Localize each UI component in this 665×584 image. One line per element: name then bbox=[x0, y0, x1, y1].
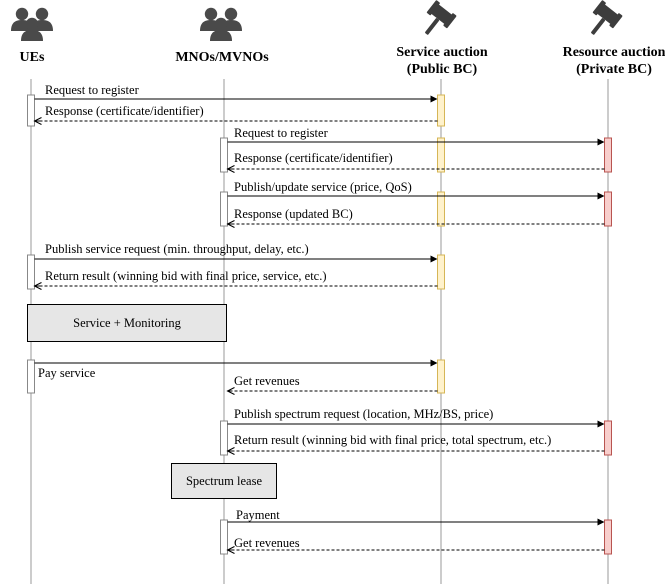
message-label-m14: Get revenues bbox=[234, 536, 300, 550]
message-arrow-m14 bbox=[226, 546, 605, 554]
activation-bar-resource_auction bbox=[604, 519, 612, 555]
message-arrow-m6 bbox=[226, 220, 605, 228]
activation-bar-ues bbox=[27, 254, 35, 290]
resource-auction-gavel-icon bbox=[581, 0, 623, 42]
message-arrow-m8 bbox=[33, 282, 438, 290]
message-arrow-m5 bbox=[227, 192, 605, 200]
activation-bar-resource_auction bbox=[604, 420, 612, 456]
message-label-m10: Get revenues bbox=[234, 374, 300, 388]
resource-auction-title: Resource auction bbox=[562, 45, 665, 60]
activation-bar-service_auction bbox=[437, 254, 445, 290]
activation-bar-mnos bbox=[220, 420, 228, 456]
activation-bar-service_auction bbox=[437, 137, 445, 173]
message-arrow-m4 bbox=[226, 165, 605, 173]
message-label-m11: Publish spectrum request (location, MHz/… bbox=[234, 407, 494, 421]
activation-bar-resource_auction bbox=[604, 191, 612, 227]
participant-ues-label: UEs bbox=[19, 50, 45, 65]
activation-bar-resource_auction bbox=[604, 137, 612, 173]
participant-service-auction-label: Service auction (Public BC) bbox=[376, 44, 508, 78]
message-label-m13: Payment bbox=[236, 508, 280, 522]
message-label-m3: Request to register bbox=[234, 126, 328, 140]
message-arrow-m2 bbox=[33, 117, 438, 125]
message-label-m8: Return result (winning bid with final pr… bbox=[45, 269, 327, 283]
message-label-m6: Response (updated BC) bbox=[234, 207, 353, 221]
resource-auction-subtitle: (Private BC) bbox=[576, 62, 652, 77]
ues-icon bbox=[11, 8, 53, 41]
message-label-m2: Response (certificate/identifier) bbox=[45, 104, 204, 118]
participant-mnos-label: MNOs/MVNOs bbox=[175, 50, 269, 65]
mnos-icon bbox=[200, 8, 242, 41]
message-arrow-m13 bbox=[227, 518, 605, 526]
activation-bar-service_auction bbox=[437, 191, 445, 227]
message-arrow-m7 bbox=[34, 255, 438, 263]
message-arrow-m12 bbox=[226, 447, 605, 455]
message-arrow-m11 bbox=[227, 420, 605, 428]
message-arrow-m10 bbox=[226, 387, 438, 395]
service-auction-subtitle: (Public BC) bbox=[406, 62, 478, 77]
participant-resource-auction-label: Resource auction (Private BC) bbox=[552, 44, 665, 78]
message-label-m9: Pay service bbox=[38, 366, 96, 380]
activation-bar-service_auction bbox=[437, 359, 445, 394]
service-auction-title: Service auction bbox=[396, 45, 488, 60]
message-arrow-m1 bbox=[34, 95, 438, 103]
spectrum-lease-box: Spectrum lease bbox=[171, 463, 277, 499]
service-auction-gavel-icon bbox=[415, 0, 457, 42]
message-arrow-m9 bbox=[34, 359, 438, 367]
message-label-m4: Response (certificate/identifier) bbox=[234, 151, 393, 165]
message-label-m7: Publish service request (min. throughput… bbox=[45, 242, 309, 256]
activation-bar-mnos bbox=[220, 137, 228, 173]
activation-bar-mnos bbox=[220, 191, 228, 227]
message-label-m1: Request to register bbox=[45, 83, 139, 97]
message-label-m12: Return result (winning bid with final pr… bbox=[234, 433, 552, 447]
activation-bar-mnos bbox=[220, 519, 228, 555]
activation-bar-ues bbox=[27, 359, 35, 394]
message-arrow-m3 bbox=[227, 138, 605, 146]
message-label-m5: Publish/update service (price, QoS) bbox=[234, 180, 412, 194]
activation-bar-ues bbox=[27, 94, 35, 127]
activation-bar-service_auction bbox=[437, 94, 445, 127]
service-monitoring-box: Service + Monitoring bbox=[27, 304, 227, 342]
